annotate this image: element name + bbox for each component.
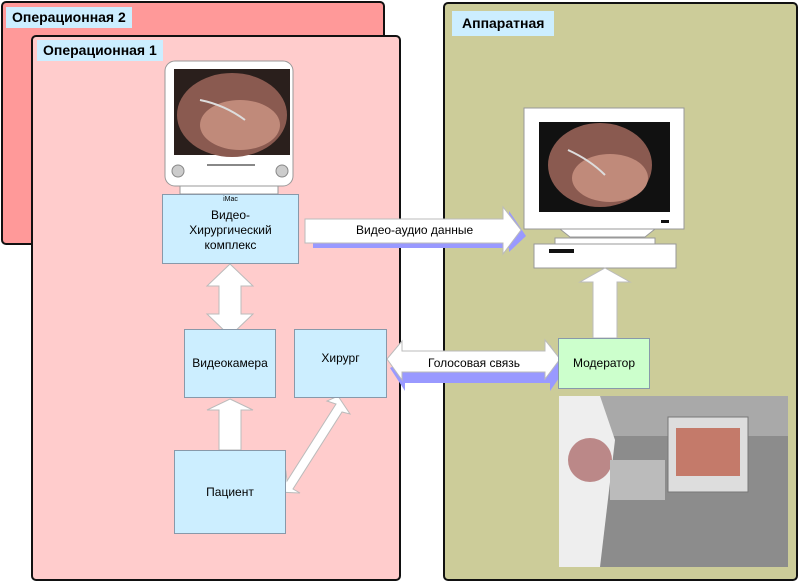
arrow-video-audio [304,205,522,256]
node-patient: Пациент [174,450,286,534]
imac-caption: iMac [223,195,238,203]
node-moderator: Модератор [558,338,650,389]
node-camera-label: Видеокамера [192,356,268,370]
room-hardware-title: Аппаратная [452,11,555,36]
arrow-voice-label: Голосовая связь [428,356,520,370]
arrow-surgeon-patient [276,395,352,494]
room-operating-1-title: Операционная 1 [37,40,163,61]
node-surgeon: Хирург [294,329,387,398]
node-moderator-label: Модератор [572,356,635,370]
arrow-video-audio-label: Видео-аудио данные [356,223,474,237]
room-operating-2-title: Операционная 2 [6,7,132,28]
node-video-complex: iMac Видео- Хирургический комплекс [162,194,299,264]
imac-monitor-icon [164,60,294,195]
desktop-computer-icon [523,107,685,269]
node-surgeon-label: Хирург [321,351,360,365]
node-camera: Видеокамера [184,329,276,398]
arrow-moderator-computer [578,267,632,339]
node-patient-label: Пациент [206,484,254,499]
node-video-complex-label: Видео- Хирургический комплекс [189,207,272,252]
arrow-complex-camera [205,263,255,337]
arrow-patient-camera [206,398,254,451]
moderator-photo [559,396,788,567]
